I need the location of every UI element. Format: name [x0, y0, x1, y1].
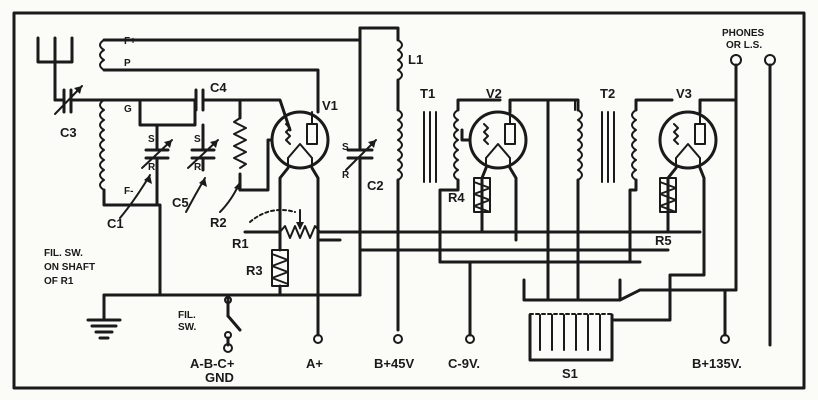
- terminal-label-abc: A-B-C+: [190, 356, 235, 371]
- resistor-r2: [219, 98, 247, 213]
- terminal-label-a-plus: A+: [306, 356, 323, 371]
- switch-s1: [522, 278, 772, 362]
- resistor-r5: [659, 177, 677, 213]
- capacitor-c1: [119, 98, 197, 219]
- label-t2: T2: [600, 86, 615, 101]
- vacuum-tube-v1: [270, 110, 330, 170]
- tuning-coil-primary: [99, 38, 118, 72]
- label-s1: S1: [562, 366, 578, 381]
- vacuum-tube-v2: [468, 110, 528, 170]
- note-fil-sw-2: ON SHAFT: [44, 262, 95, 273]
- label-r2: R2: [210, 215, 227, 230]
- label-c1: C1: [107, 216, 124, 231]
- terminal-a-plus: [313, 328, 323, 344]
- label-p: P: [124, 58, 131, 69]
- ground-symbol: [86, 318, 122, 340]
- label-phones: PHONES: [722, 28, 765, 39]
- label-r-c2: R: [342, 170, 350, 181]
- label-r-c5: R: [194, 162, 202, 173]
- terminal-label-c9: C-9V.: [448, 356, 480, 371]
- label-or-ls: OR L.S.: [726, 40, 762, 51]
- label-s-c1: S: [148, 134, 155, 145]
- vacuum-tube-v3: [658, 110, 718, 170]
- label-r3: R3: [246, 263, 263, 278]
- label-fminus: F-: [124, 186, 133, 197]
- note-fil-sw-1: FIL. SW.: [44, 248, 83, 259]
- phones-terminals: [730, 54, 776, 302]
- rheostat-r1: [243, 209, 332, 239]
- coil-l1: [358, 26, 403, 112]
- resistor-r4: [473, 177, 491, 213]
- label-v1: V1: [322, 98, 338, 113]
- resistor-r3: [271, 228, 289, 297]
- label-v3: V3: [676, 86, 692, 101]
- label-sw: SW.: [178, 322, 197, 333]
- filament-switch: [224, 293, 242, 347]
- terminal-label-b135: B+135V.: [692, 356, 742, 371]
- label-fil: FIL.: [178, 310, 196, 321]
- diagram-border: [12, 11, 806, 390]
- label-g: G: [124, 104, 132, 115]
- label-l1: L1: [408, 52, 423, 67]
- terminal-abc-gnd: [223, 343, 233, 353]
- label-r5: R5: [655, 233, 672, 248]
- label-r-c1: R: [148, 162, 156, 173]
- label-r1: R1: [232, 236, 249, 251]
- terminal-b-plus-135v: [720, 288, 730, 344]
- label-c2: C2: [367, 178, 384, 193]
- terminal-label-gnd: GND: [205, 370, 234, 385]
- label-s-c5: S: [194, 134, 201, 145]
- label-s-c2: S: [342, 142, 349, 153]
- terminal-c-minus-9v: [465, 260, 475, 344]
- label-c4: C4: [210, 80, 227, 95]
- label-r4: R4: [448, 190, 465, 205]
- terminal-label-b45: B+45V: [374, 356, 414, 371]
- transformer-t2: [574, 98, 674, 302]
- label-fplus: F+: [124, 36, 136, 47]
- capacitor-c5: [185, 123, 219, 213]
- transformer-t1: [396, 98, 502, 332]
- capacitor-c2: [345, 38, 377, 252]
- note-fil-sw-3: OF R1: [44, 276, 74, 287]
- label-v2: V2: [486, 86, 502, 101]
- label-t1: T1: [420, 86, 435, 101]
- label-c5: C5: [172, 195, 189, 210]
- tuning-coil-grid: [99, 99, 105, 191]
- terminal-b-plus-45v: [393, 334, 403, 344]
- antenna-symbol: [36, 36, 74, 102]
- label-c3: C3: [60, 125, 77, 140]
